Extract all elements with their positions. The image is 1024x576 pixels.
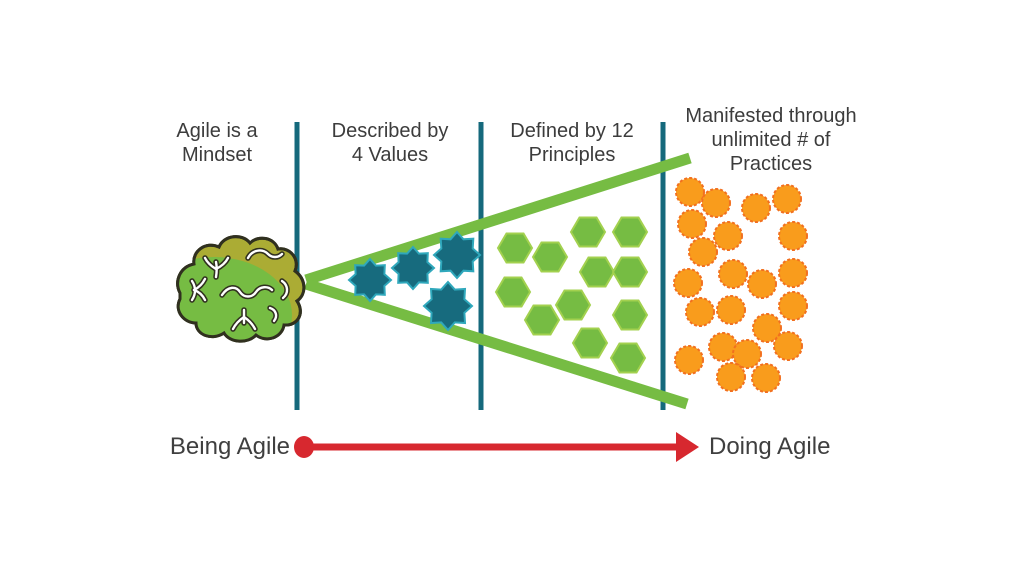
practice-circle-icon bbox=[701, 188, 731, 218]
header-line: Practices bbox=[729, 153, 813, 175]
practice-circle-icon bbox=[713, 221, 743, 251]
practice-circle-icon bbox=[675, 177, 705, 207]
practice-circle-icon bbox=[716, 362, 746, 392]
value-star-icon bbox=[347, 257, 393, 303]
principle-hexagon-icon bbox=[569, 216, 607, 248]
practice-circle-icon bbox=[747, 269, 777, 299]
principle-hexagon-icon bbox=[496, 232, 534, 264]
column-header-values: Described by 4 Values bbox=[310, 119, 470, 167]
practice-circle-icon bbox=[772, 184, 802, 214]
arrow-head bbox=[676, 432, 699, 462]
principle-hexagon-icon bbox=[523, 304, 561, 336]
practice-circle-icon bbox=[778, 221, 808, 251]
doing-agile-label: Doing Agile bbox=[709, 433, 831, 460]
brain-squiggle bbox=[190, 277, 207, 302]
header-line: Described by bbox=[331, 120, 449, 142]
practice-circle-icon bbox=[778, 291, 808, 321]
brain-squiggle bbox=[220, 286, 274, 298]
header-line: Defined by 12 bbox=[510, 120, 634, 142]
principle-hexagon-icon bbox=[571, 327, 609, 359]
header-line: Manifested through bbox=[685, 105, 857, 127]
practice-circle-icon bbox=[741, 193, 771, 223]
brain-icon bbox=[176, 235, 306, 343]
brain-squiggle bbox=[231, 308, 257, 331]
header-line: Principles bbox=[528, 144, 616, 166]
practice-circle-icon bbox=[751, 363, 781, 393]
funnel-line-bottom bbox=[304, 278, 689, 410]
header-line: unlimited # of bbox=[711, 129, 831, 151]
practice-circle-icon bbox=[752, 313, 782, 343]
arrow-start-dot bbox=[294, 436, 314, 458]
column-header-principles: Defined by 12 Principles bbox=[492, 119, 652, 167]
header-line: 4 Values bbox=[351, 144, 429, 166]
arrow-shaft bbox=[303, 443, 678, 451]
timeline-arrow bbox=[294, 432, 699, 462]
brain-squiggles bbox=[189, 247, 290, 332]
practice-circle-icon bbox=[716, 295, 746, 325]
brain-squiggle bbox=[280, 279, 289, 300]
principle-hexagon-icon bbox=[609, 342, 647, 374]
header-line: Agile is a bbox=[176, 120, 258, 142]
brain-outline-top bbox=[176, 235, 306, 343]
principle-hexagon-icon bbox=[494, 276, 532, 308]
practice-circle-icon bbox=[773, 331, 803, 361]
principle-hexagon-icon bbox=[531, 241, 569, 273]
practice-circle-icon bbox=[674, 345, 704, 375]
principles-hexagons bbox=[494, 216, 649, 374]
value-star-icon bbox=[422, 280, 474, 332]
principle-hexagon-icon bbox=[611, 299, 649, 331]
practice-circle-icon bbox=[673, 268, 703, 298]
principle-hexagon-icon bbox=[611, 256, 649, 288]
principle-hexagon-icon bbox=[554, 289, 592, 321]
principle-hexagon-icon bbox=[611, 216, 649, 248]
header-line: Mindset bbox=[181, 144, 253, 166]
brain-squiggle bbox=[268, 306, 278, 323]
practice-circle-icon bbox=[677, 209, 707, 239]
practice-circle-icon bbox=[688, 237, 718, 267]
brain-squiggle bbox=[203, 256, 230, 279]
practice-circle-icon bbox=[685, 297, 715, 327]
practice-circle-icon bbox=[778, 258, 808, 288]
column-header-mindset: Agile is a Mindset bbox=[137, 119, 297, 167]
practice-circle-icon bbox=[732, 339, 762, 369]
brain-lower-shade bbox=[177, 257, 292, 342]
practices-circles bbox=[673, 177, 808, 393]
value-star-icon bbox=[390, 245, 436, 291]
value-star-icon bbox=[432, 230, 482, 280]
column-header-practices: Manifested through unlimited # of Practi… bbox=[671, 104, 871, 176]
being-agile-label: Being Agile bbox=[169, 433, 290, 460]
practice-circle-icon bbox=[718, 259, 748, 289]
principle-hexagon-icon bbox=[578, 256, 616, 288]
brain-squiggle bbox=[246, 249, 284, 260]
values-stars bbox=[347, 230, 482, 332]
